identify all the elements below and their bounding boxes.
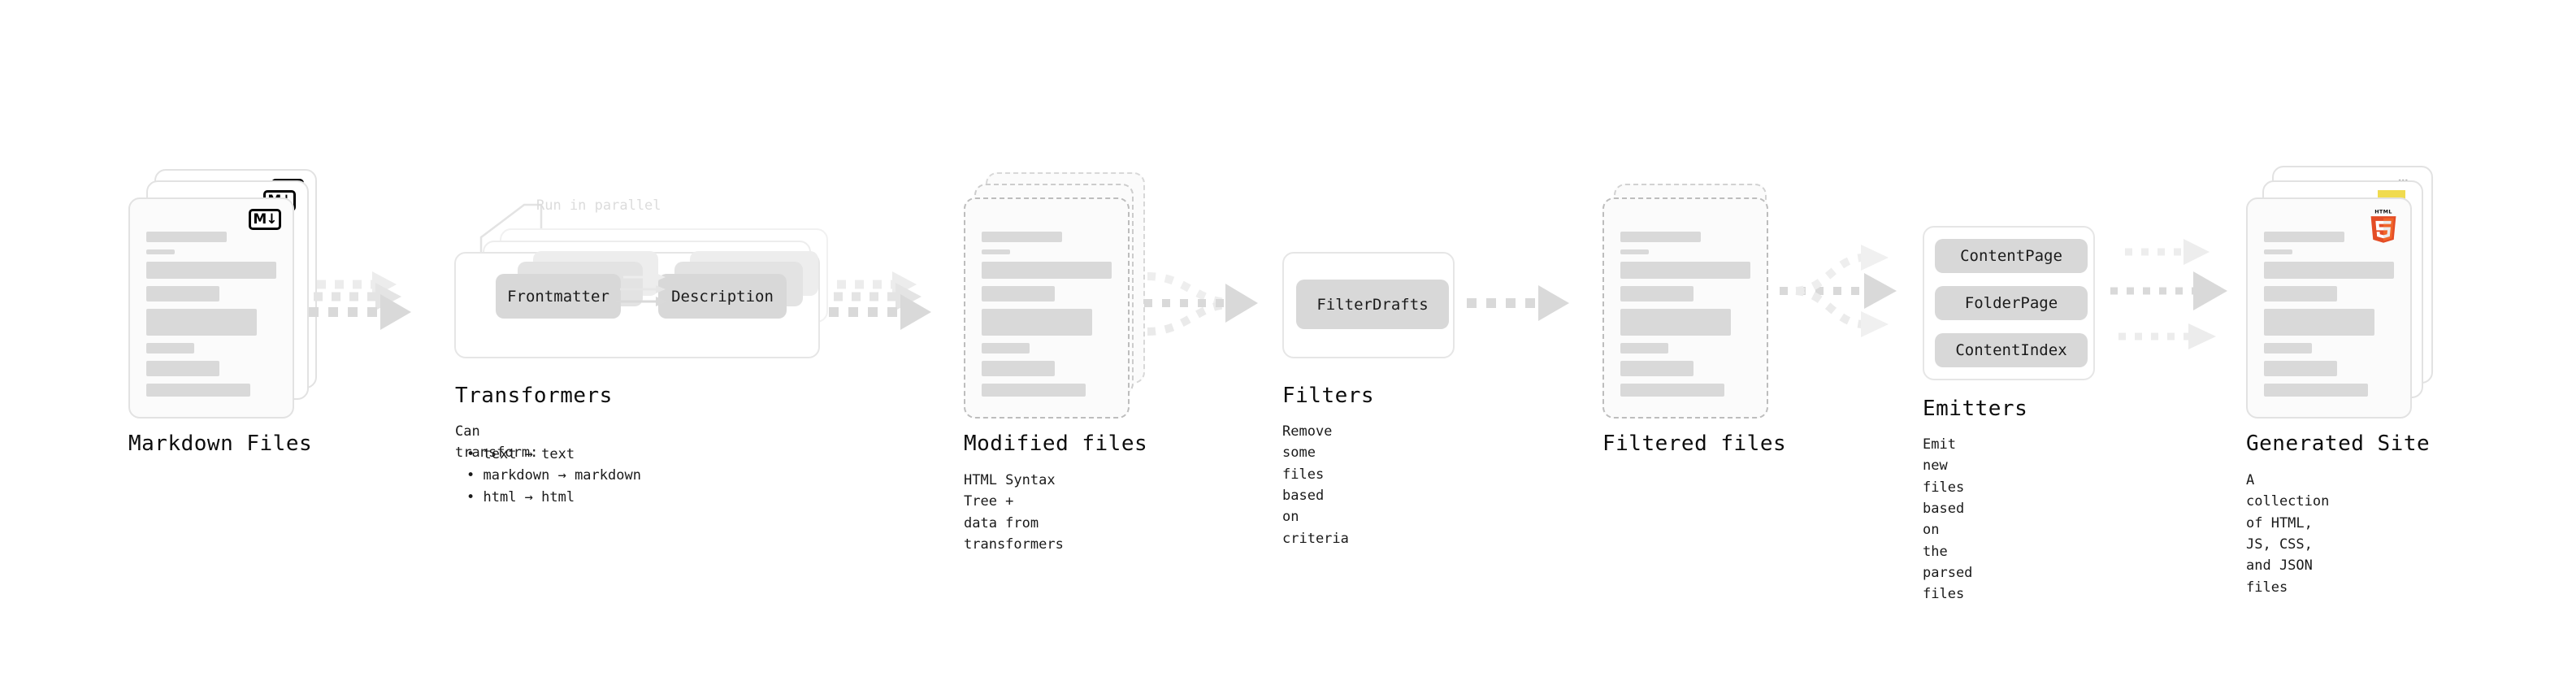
transformer-inner-arrows <box>616 273 667 306</box>
bullet-item-0: • text → text <box>466 446 575 462</box>
generated-site-caption: A collection of HTML, JS, CSS, and JSON … <box>2246 472 2330 596</box>
filterdrafts-chip[interactable]: FilterDrafts <box>1296 280 1449 329</box>
site-card-front: HTML <box>2246 197 2412 419</box>
run-in-parallel-label: Run in parallel <box>536 197 661 214</box>
emitters-title: Emitters <box>1923 397 2028 421</box>
markdown-card-front: M↓ <box>128 197 294 419</box>
contentindex-chip[interactable]: ContentIndex <box>1935 333 2088 367</box>
generated-site-title: Generated Site <box>2246 432 2431 456</box>
connector-filters-to-filtered <box>1467 285 1569 321</box>
folderpage-chip[interactable]: FolderPage <box>1935 286 2088 320</box>
transformers-title: Transformers <box>455 384 613 408</box>
modified-files-title: Modified files <box>964 432 1148 456</box>
emitters-box: ContentPage FolderPage ContentIndex <box>1923 226 2095 380</box>
description-chip[interactable]: Description <box>658 274 787 319</box>
card-content-bars <box>1620 232 1750 404</box>
connector-emitters-to-site <box>2110 239 2227 349</box>
filters-box: FilterDrafts <box>1282 252 1455 358</box>
modified-files-caption: HTML Syntax Tree + data from transformer… <box>964 472 1064 553</box>
filters-title: Filters <box>1282 384 1375 408</box>
svg-text:HTML: HTML <box>2374 209 2392 215</box>
connector-markdown-to-transformers <box>309 271 411 330</box>
card-content-bars <box>982 232 1112 404</box>
filtered-card-front <box>1602 197 1768 419</box>
filters-caption: Remove some files based on criteria <box>1282 423 1349 547</box>
bullet-item-1: • markdown → markdown <box>466 467 641 484</box>
run-in-parallel-leader <box>479 203 543 264</box>
emitters-caption: Emit new files based on the parsed files <box>1923 436 1973 603</box>
frontmatter-chip[interactable]: Frontmatter <box>496 274 621 319</box>
bullet-item-2: • html → html <box>466 488 575 505</box>
transformers-caption: Can transform: <box>455 423 539 462</box>
transformer-box-front: Frontmatter Description <box>454 251 820 358</box>
connector-modified-to-filters <box>1144 272 1258 336</box>
html5-badge-icon: HTML <box>2370 209 2396 243</box>
contentpage-chip[interactable]: ContentPage <box>1935 239 2088 273</box>
markdown-files-title: Markdown Files <box>128 432 313 456</box>
connector-transformers-to-modified <box>829 271 931 330</box>
modified-card-front <box>964 197 1130 419</box>
transformers-bullet-list: • text → text • markdown → markdown • ht… <box>455 444 641 508</box>
filtered-files-title: Filtered files <box>1602 432 1787 456</box>
markdown-badge-icon: M↓ <box>249 209 281 230</box>
card-content-bars <box>2264 232 2394 404</box>
connector-filtered-to-emitters <box>1780 245 1897 337</box>
card-content-bars <box>146 232 276 404</box>
